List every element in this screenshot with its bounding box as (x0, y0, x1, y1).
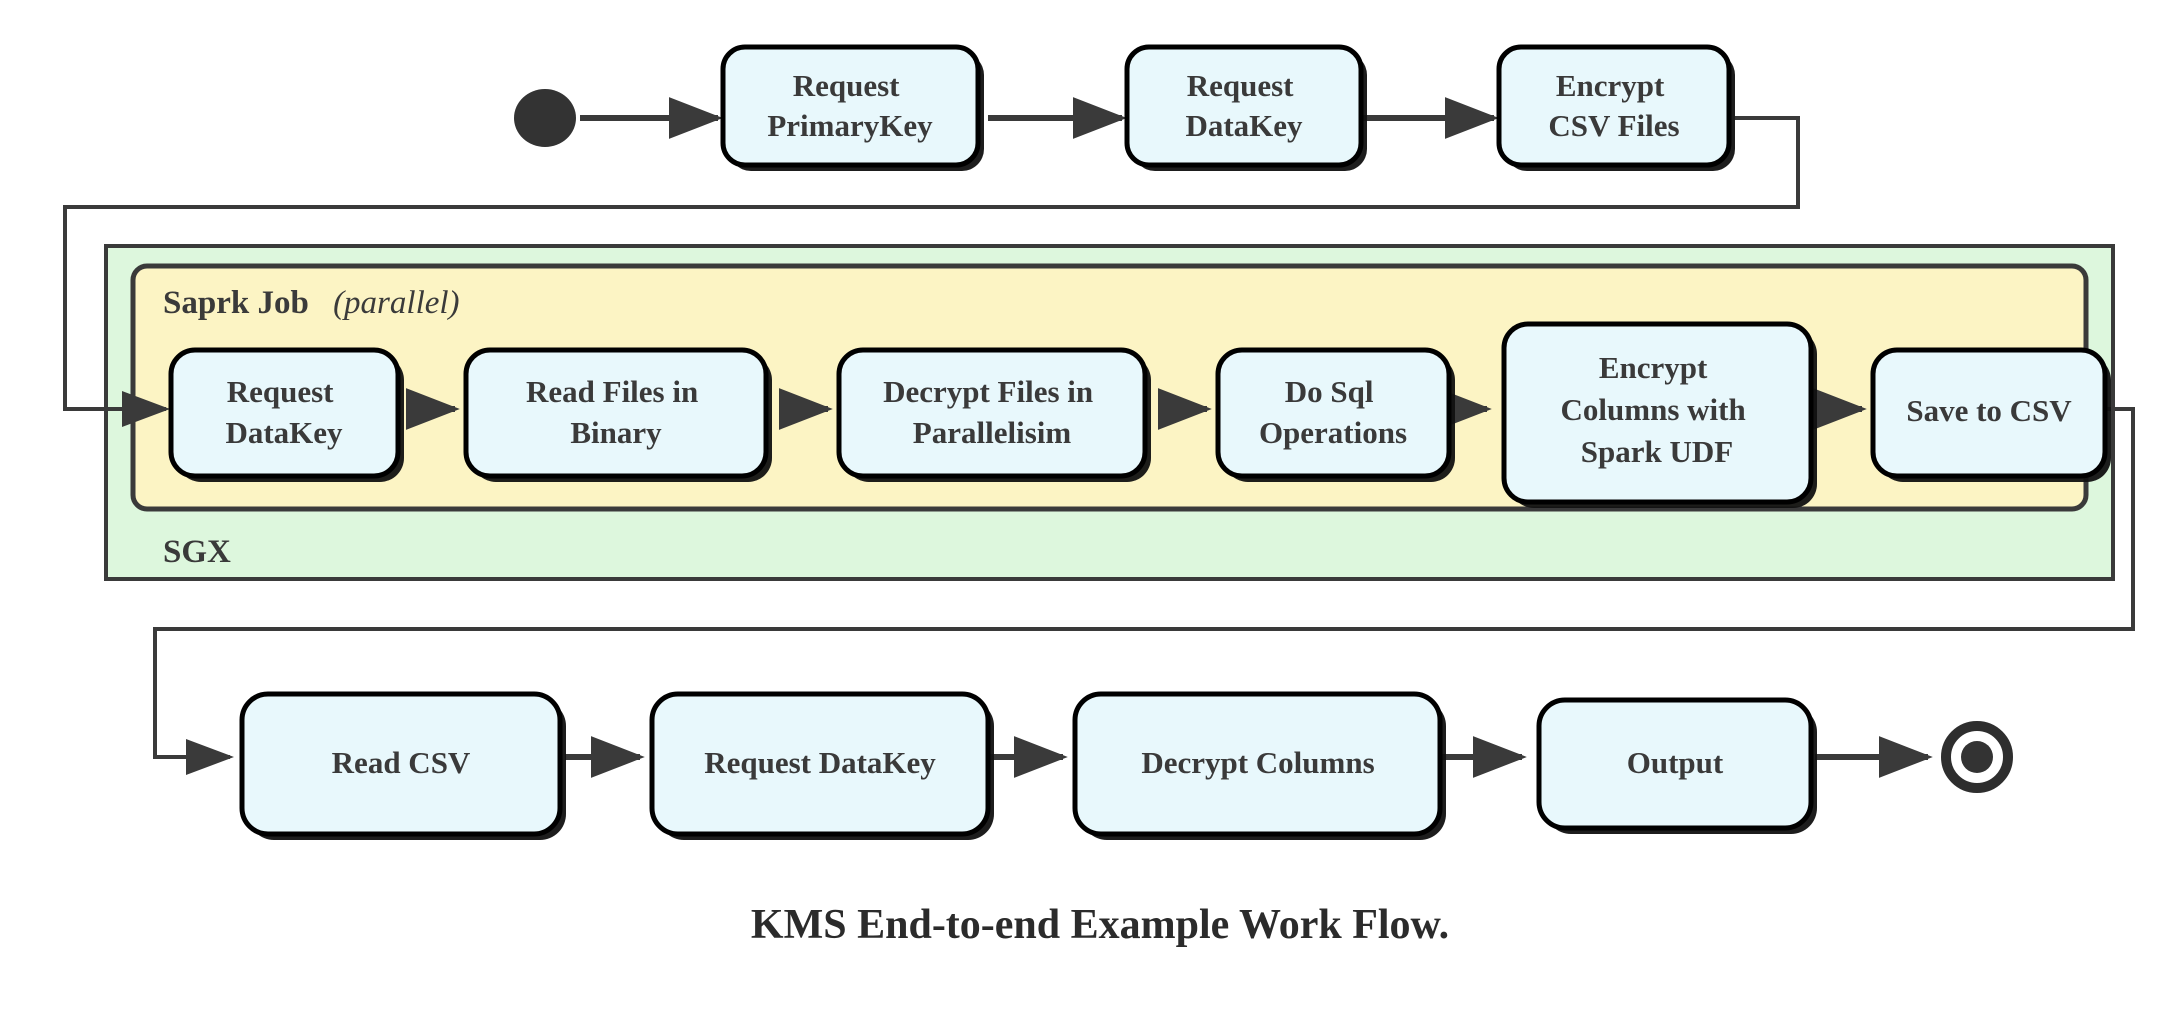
group-spark-label-bold: Saprk Job (163, 285, 309, 321)
node-request-datakey-bottom[interactable]: Request DataKey (649, 691, 994, 840)
node-label-request-primarykey: Request PrimaryKey (767, 68, 933, 143)
node-label-encrypt-csv-files: Encrypt CSV Files (1548, 68, 1679, 143)
node-decrypt-columns[interactable]: Decrypt Columns (1072, 691, 1446, 840)
node-do-sql-operations[interactable]: Do Sql Operations (1215, 347, 1455, 482)
node-request-datakey-top[interactable]: Request DataKey (1124, 44, 1367, 171)
node-label-read-files-in-binary: Read Files in Binary (526, 374, 706, 450)
connector-save-csv-to-read-csv (153, 407, 2135, 775)
connector-encrypt-csv-to-spark-datakey (63, 116, 1800, 427)
node-label-save-to-csv: Save to CSV (1906, 393, 2072, 428)
node-request-datakey-spark[interactable]: Request DataKey (168, 347, 404, 482)
group-spark-label-italic: (parallel) (333, 285, 459, 321)
node-encrypt-columns-with-spark-udf[interactable]: Encrypt Columns with Spark UDF (1501, 321, 1817, 508)
node-read-csv[interactable]: Read CSV (239, 691, 566, 840)
node-label-read-csv: Read CSV (332, 745, 471, 780)
node-encrypt-csv-files[interactable]: Encrypt CSV Files (1496, 44, 1735, 171)
node-read-files-in-binary[interactable]: Read Files in Binary (463, 347, 772, 482)
node-request-primarykey[interactable]: Request PrimaryKey (720, 44, 984, 171)
node-label-encrypt-columns-with-spark-udf: Encrypt Columns with Spark UDF (1561, 350, 1754, 469)
start-state-dot (514, 89, 576, 147)
node-label-output: Output (1627, 745, 1724, 780)
node-label-request-datakey-bottom: Request DataKey (704, 745, 936, 780)
node-label-decrypt-columns: Decrypt Columns (1141, 745, 1374, 780)
node-save-to-csv[interactable]: Save to CSV (1870, 347, 2111, 482)
node-label-do-sql-operations: Do Sql Operations (1259, 374, 1407, 450)
group-sgx-label: SGX (163, 534, 231, 570)
node-output[interactable]: Output (1536, 697, 1817, 834)
node-decrypt-files-in-parallelisim[interactable]: Decrypt Files in Parallelisim (836, 347, 1151, 482)
group-spark-label: Saprk Job (parallel) (163, 285, 460, 321)
node-label-request-datakey-spark: Request DataKey (225, 374, 343, 450)
node-label-decrypt-files-in-parallelisim: Decrypt Files in Parallelisim (883, 374, 1101, 450)
node-label-request-datakey-top: Request DataKey (1185, 68, 1303, 143)
end-state-ring (1941, 721, 2013, 793)
diagram-caption: KMS End-to-end Example Work Flow. (751, 902, 1449, 948)
